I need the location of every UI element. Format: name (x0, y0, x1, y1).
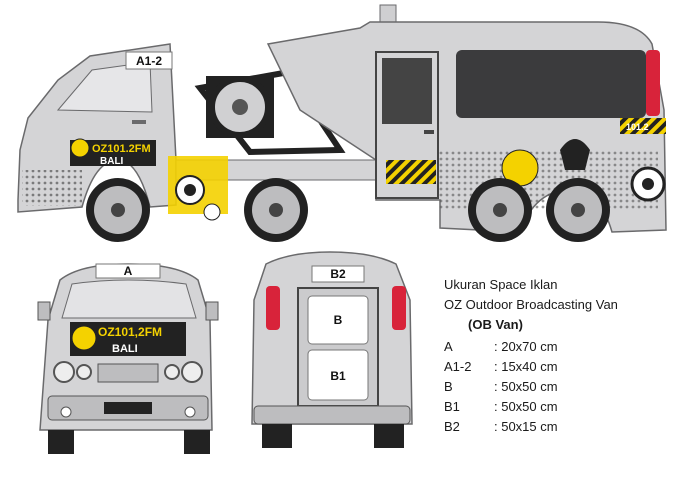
spec-value: : 50x15 cm (494, 419, 558, 434)
svg-text:OZ101.2FM: OZ101.2FM (92, 143, 151, 155)
cab-dots (22, 170, 82, 206)
info-subtitle2: (OB Van) (468, 317, 523, 332)
studio-door-handle (424, 130, 434, 134)
rear-bumper (253, 405, 411, 425)
spec-value: : 50x50 cm (494, 379, 558, 394)
rear-window-upper (307, 295, 369, 345)
side-logo: OZ101.2FM BALI (70, 138, 156, 167)
spec-row: A1-2 : 15x40 cm (444, 358, 558, 375)
tail-light-side (646, 50, 660, 116)
front-mirror-left (37, 301, 51, 321)
tail-light-right (392, 286, 406, 330)
side-wheels (86, 178, 610, 242)
side-label-box (125, 51, 173, 70)
front-windshield (61, 279, 197, 319)
studio-door-window (382, 58, 432, 124)
svg-text:OZ101,2FM: OZ101,2FM (98, 325, 162, 339)
front-mirror-right (205, 301, 219, 321)
spec-row: B : 50x50 cm (444, 378, 558, 395)
tail-light-left (266, 286, 280, 330)
front-label: A (124, 264, 133, 278)
spec-value: : 15x40 cm (494, 359, 558, 374)
spec-value: : 50x50 cm (494, 399, 558, 414)
rear-tire-right (374, 424, 404, 448)
studio-window (456, 50, 646, 118)
front-label-box (95, 263, 161, 279)
rear-label-top: B2 (330, 267, 346, 281)
front-view: A OZ101,2FM BALI (37, 263, 219, 454)
rear-label-top-box (311, 265, 365, 283)
spec-row: B1 : 50x50 cm (444, 398, 558, 415)
spec-row: B2 : 50x15 cm (444, 418, 558, 435)
front-plate (104, 402, 152, 414)
headlight-right (181, 361, 203, 383)
front-tire-right (184, 430, 210, 454)
front-tire-left (48, 430, 74, 454)
spec-key: B2 (444, 419, 460, 434)
front-grille (97, 363, 159, 383)
spec-key: A (444, 339, 453, 354)
rear-view: B2 B B1 (251, 251, 413, 448)
side-label: A1-2 (136, 54, 162, 68)
side-view: A1-2 OZ101.2FM BALI 101.2 (17, 4, 667, 242)
spec-key: B1 (444, 399, 460, 414)
info-subtitle: OZ Outdoor Broadcasting Van (444, 297, 618, 312)
spec-key: B (444, 379, 453, 394)
svg-text:BALI: BALI (100, 156, 124, 167)
info-title: Ukuran Space Iklan (444, 277, 558, 292)
svg-text:101.2: 101.2 (626, 122, 649, 132)
cab-handle (132, 120, 146, 124)
svg-text:BALI: BALI (112, 343, 138, 355)
front-logo: OZ101,2FM BALI (70, 322, 186, 356)
spec-row: A : 20x70 cm (444, 338, 558, 355)
rear-label-lower: B1 (330, 369, 346, 383)
rear-window-lower (307, 349, 369, 401)
rear-label-upper: B (334, 313, 343, 327)
spec-key: A1-2 (444, 359, 472, 374)
headlight-left (53, 361, 75, 383)
spec-value: : 20x70 cm (494, 339, 558, 354)
rear-tire-left (262, 424, 292, 448)
